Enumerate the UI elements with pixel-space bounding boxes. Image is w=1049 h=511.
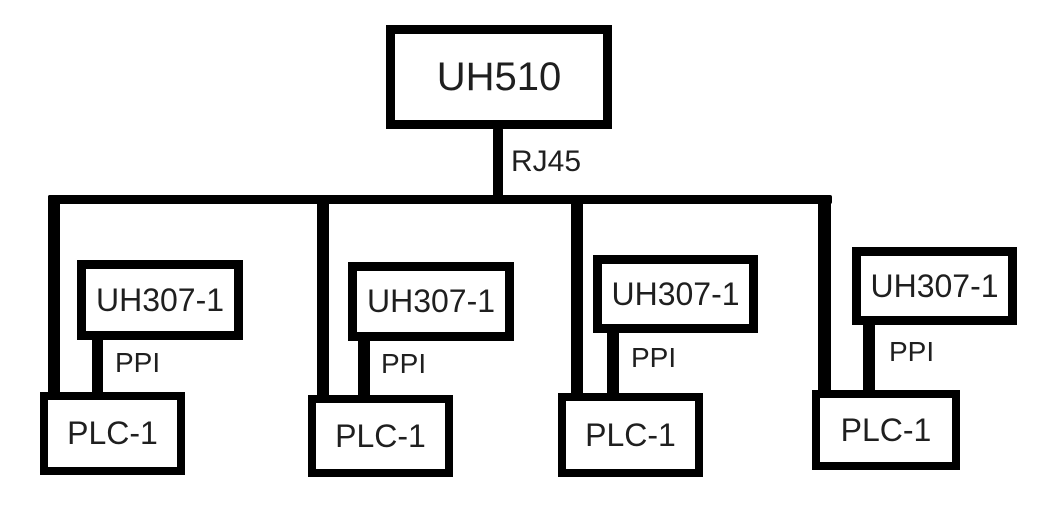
branch-1-gateway-node: UH307-1	[77, 260, 243, 340]
root-node-uh510: UH510	[386, 25, 612, 129]
branch-3-drop-line	[571, 195, 583, 401]
branch-2-device-node: PLC-1	[308, 395, 453, 477]
branch-4-gateway-label: UH307-1	[870, 267, 999, 304]
branch-1-drop-line	[48, 195, 60, 400]
branch-4-ppi-link-line	[863, 323, 875, 395]
branch-2-ppi-link-line	[358, 339, 370, 401]
branch-1-device-node: PLC-1	[40, 392, 185, 475]
branch-2-drop-line	[317, 195, 329, 403]
branch-2-ppi-label: PPI	[381, 348, 427, 379]
branch-1-ppi-label: PPI	[115, 347, 161, 378]
rj45-link-line	[493, 128, 503, 198]
branch-3-device-node: PLC-1	[558, 393, 703, 477]
branch-4-ppi-label: PPI	[889, 336, 935, 367]
branch-1-ppi-link-line	[92, 338, 103, 398]
branch-2-device-label: PLC-1	[335, 417, 426, 454]
branch-3-device-label: PLC-1	[585, 416, 676, 453]
root-node-label: UH510	[436, 54, 562, 99]
branch-4-gateway-node: UH307-1	[852, 247, 1017, 325]
branch-1-gateway-label: UH307-1	[95, 281, 225, 318]
branch-4-device-label: PLC-1	[840, 411, 932, 448]
branch-3-gateway-node: UH307-1	[593, 255, 758, 333]
branch-4-device-node: PLC-1	[812, 390, 960, 470]
branch-3-gateway-label: UH307-1	[611, 275, 740, 312]
branch-1-device-label: PLC-1	[67, 415, 158, 451]
branch-3-ppi-link-line	[607, 331, 619, 398]
branch-2-gateway-label: UH307-1	[366, 283, 496, 319]
branch-3-ppi-label: PPI	[631, 342, 677, 373]
branch-2-gateway-node: UH307-1	[348, 262, 514, 341]
rj45-label: RJ45	[511, 145, 582, 178]
branch-4-drop-line	[818, 195, 831, 398]
bus-line	[48, 195, 832, 204]
